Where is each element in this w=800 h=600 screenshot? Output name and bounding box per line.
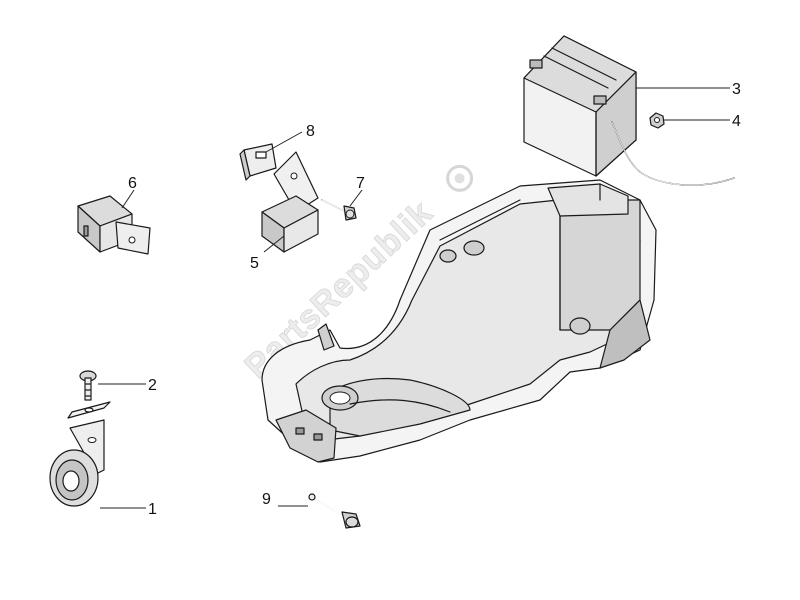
leader-lines (98, 87, 730, 509)
callout-7: 7 (356, 175, 365, 192)
callout-2: 2 (148, 377, 157, 394)
battery-part[interactable] (523, 35, 735, 186)
screw-part-7[interactable] (321, 199, 357, 221)
callout-labels: 1 2 3 4 5 6 7 8 9 (128, 81, 741, 518)
bracket-part-8[interactable] (239, 143, 277, 181)
bolt-part-9[interactable] (308, 493, 361, 529)
screw-part-2[interactable] (67, 370, 111, 419)
callout-5: 5 (250, 255, 259, 272)
callout-9: 9 (262, 491, 271, 508)
callout-1: 1 (148, 501, 157, 518)
relay-part-6[interactable] (77, 195, 151, 255)
nut-part[interactable] (649, 112, 665, 129)
horn-part-1[interactable] (49, 419, 105, 507)
leader-line-6 (121, 189, 135, 209)
callout-3: 3 (732, 81, 741, 98)
leader-line-5 (263, 235, 285, 253)
leader-line-7 (349, 189, 363, 207)
callout-4: 4 (732, 113, 741, 130)
helmet-compartment-part[interactable] (261, 179, 657, 463)
callout-6: 6 (128, 175, 137, 192)
leader-line-8 (265, 131, 303, 153)
callout-8: 8 (306, 123, 315, 140)
relay-part-5[interactable] (261, 151, 319, 253)
